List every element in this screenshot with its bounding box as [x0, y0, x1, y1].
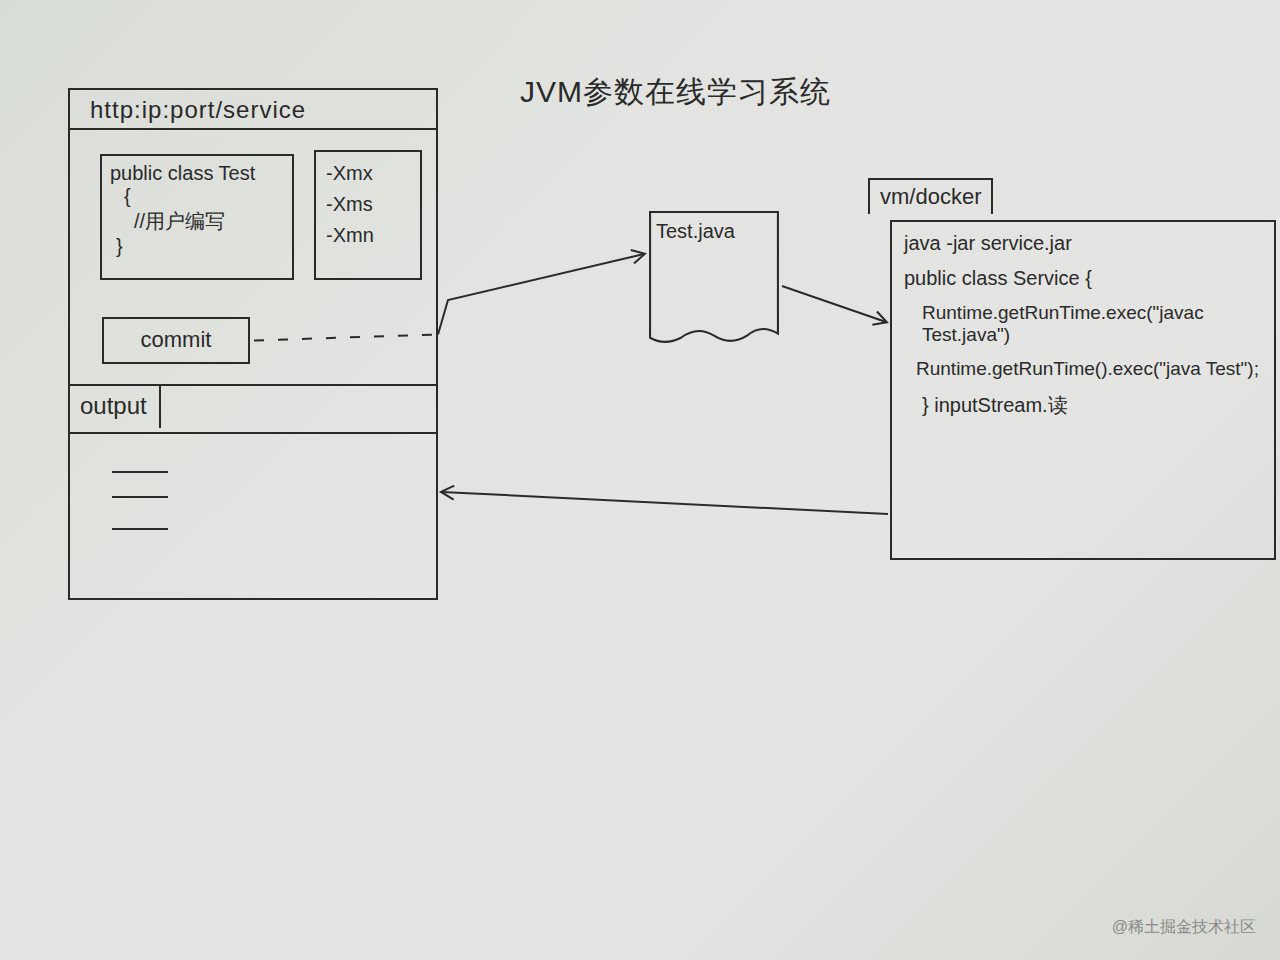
connector-line [782, 286, 886, 322]
output-line [112, 471, 168, 473]
node-text: -Xmx [326, 162, 410, 185]
output-line [112, 528, 168, 530]
output-underline [70, 432, 436, 434]
file-icon: Test.java [648, 210, 780, 346]
node-text: Test.java [656, 220, 772, 243]
connector-arrow [782, 286, 886, 322]
vm-container: vm/dockerjava -jar service.jarpublic cla… [890, 220, 1276, 560]
commit-button: commit [102, 317, 250, 364]
node-text: //用户编写 [134, 208, 284, 235]
node-text: http:ip:port/service [70, 90, 436, 130]
node-text: public class Service { [904, 267, 1262, 290]
diagram-title: JVM参数在线学习系统 [520, 72, 831, 113]
output-lines [100, 456, 220, 576]
file-outline-path [650, 212, 778, 342]
connector-arrow [442, 492, 888, 514]
browser-window: http:ip:port/service public class Test{//… [68, 88, 438, 600]
node-text: Runtime.getRunTime().exec("java Test"); [916, 358, 1262, 380]
code-editor: public class Test{//用户编写} [100, 154, 294, 280]
watermark: @稀土掘金技术社区 [1112, 917, 1256, 938]
node-text: } [116, 235, 284, 258]
node-text: public class Test [110, 162, 284, 185]
node-text: -Xms [326, 193, 410, 216]
node-text: java -jar service.jar [904, 232, 1262, 255]
output-panel: output [70, 384, 436, 598]
node-text: vm/docker [868, 178, 993, 214]
node-text: { [124, 185, 284, 208]
node-text: commit [118, 327, 234, 353]
connector-line [438, 254, 644, 335]
connector-arrow [254, 254, 644, 341]
parameter-list: -Xmx -Xms -Xmn [314, 150, 422, 280]
connector-dashed [254, 335, 438, 341]
output-line [112, 496, 168, 498]
node-text: output [70, 386, 161, 428]
node-text: Runtime.getRunTime.exec("javac Test.java… [922, 302, 1262, 346]
node-text: } inputStream.读 [922, 392, 1262, 419]
node-text: -Xmn [326, 224, 410, 247]
connector-line [442, 492, 888, 514]
